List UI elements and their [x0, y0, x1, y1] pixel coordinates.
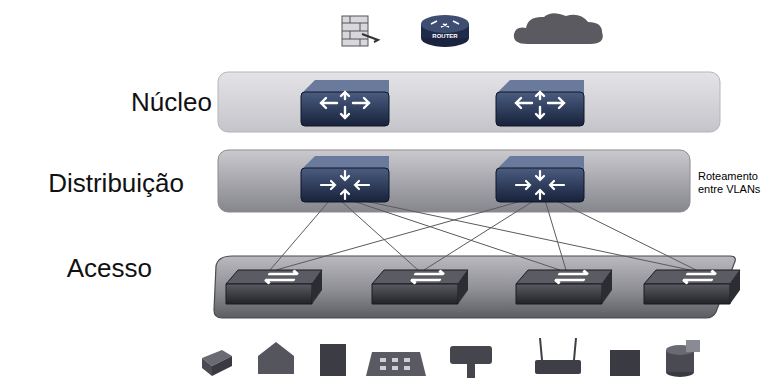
router-label: ROUTER	[432, 33, 457, 40]
layer-band: Acesso	[214, 256, 736, 318]
layer-label: Distribuição	[48, 168, 184, 198]
layer-label: Acesso	[67, 253, 152, 283]
band-note: Roteamento entre VLANs	[698, 170, 776, 196]
layer-band: DistribuiçãoRoteamento entre VLANs	[218, 150, 690, 212]
layer-band: Núcleo	[218, 72, 720, 132]
layer-label: Núcleo	[131, 87, 212, 117]
